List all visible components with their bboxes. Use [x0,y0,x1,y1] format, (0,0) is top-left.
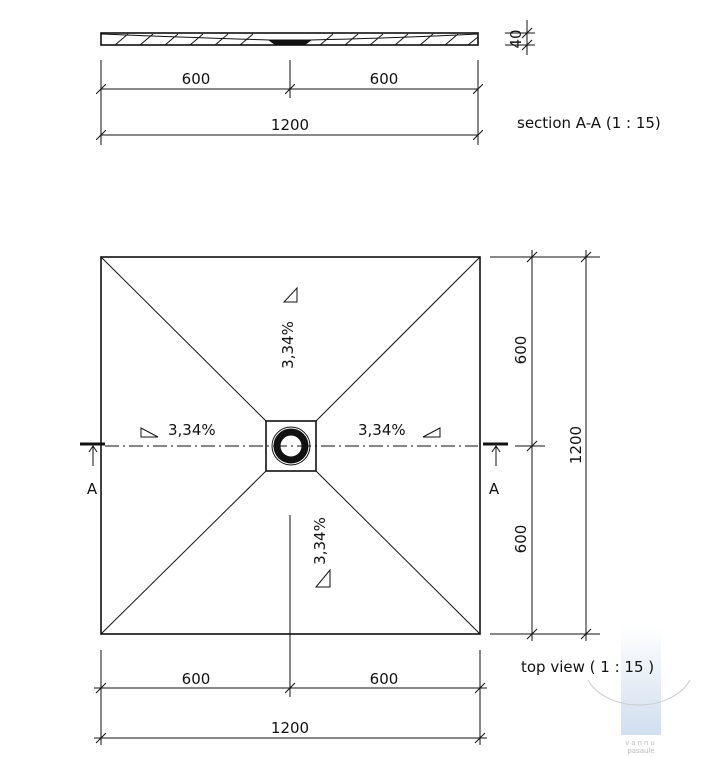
section-marker-left: A [80,442,105,498]
top-view: A A 3,34% 3,34% 3,34% 3,34% 600 600 1200 [80,250,654,745]
slope-right-icon [422,427,441,438]
section-view: 600 600 1200 40 section A-A (1 : 15) [101,20,661,145]
dim-bottom-right: 600 [370,670,399,688]
dim-bottom-left: 600 [182,670,211,688]
section-dim-total: 1200 [271,116,309,134]
slope-right: 3,34% [358,421,406,439]
slope-bottom-icon [314,568,331,588]
slope-bottom: 3,34% [311,517,329,565]
watermark-logo: vannu pasaule [587,625,691,755]
section-dim-right: 600 [370,70,399,88]
svg-text:A: A [87,480,98,498]
dim-right-upper: 600 [512,336,530,365]
svg-text:vannu: vannu [625,739,657,747]
drain-section [268,40,312,45]
slope-top: 3,34% [279,321,297,369]
dim-bottom-total: 1200 [271,719,309,737]
dim-right-lower: 600 [512,525,530,554]
section-dim-left: 600 [182,70,211,88]
slope-left-icon [140,427,159,438]
svg-text:A: A [489,480,500,498]
svg-text:pasaule: pasaule [627,747,654,755]
dim-right-total: 1200 [567,426,585,464]
section-dim-height: 40 [507,29,525,48]
section-marker-right: A [483,442,508,498]
slope-top-icon [282,286,298,303]
section-title: section A-A (1 : 15) [517,114,661,132]
drain-icon [265,420,317,472]
top-view-title: top view ( 1 : 15 ) [521,658,654,676]
slope-left: 3,34% [168,421,216,439]
